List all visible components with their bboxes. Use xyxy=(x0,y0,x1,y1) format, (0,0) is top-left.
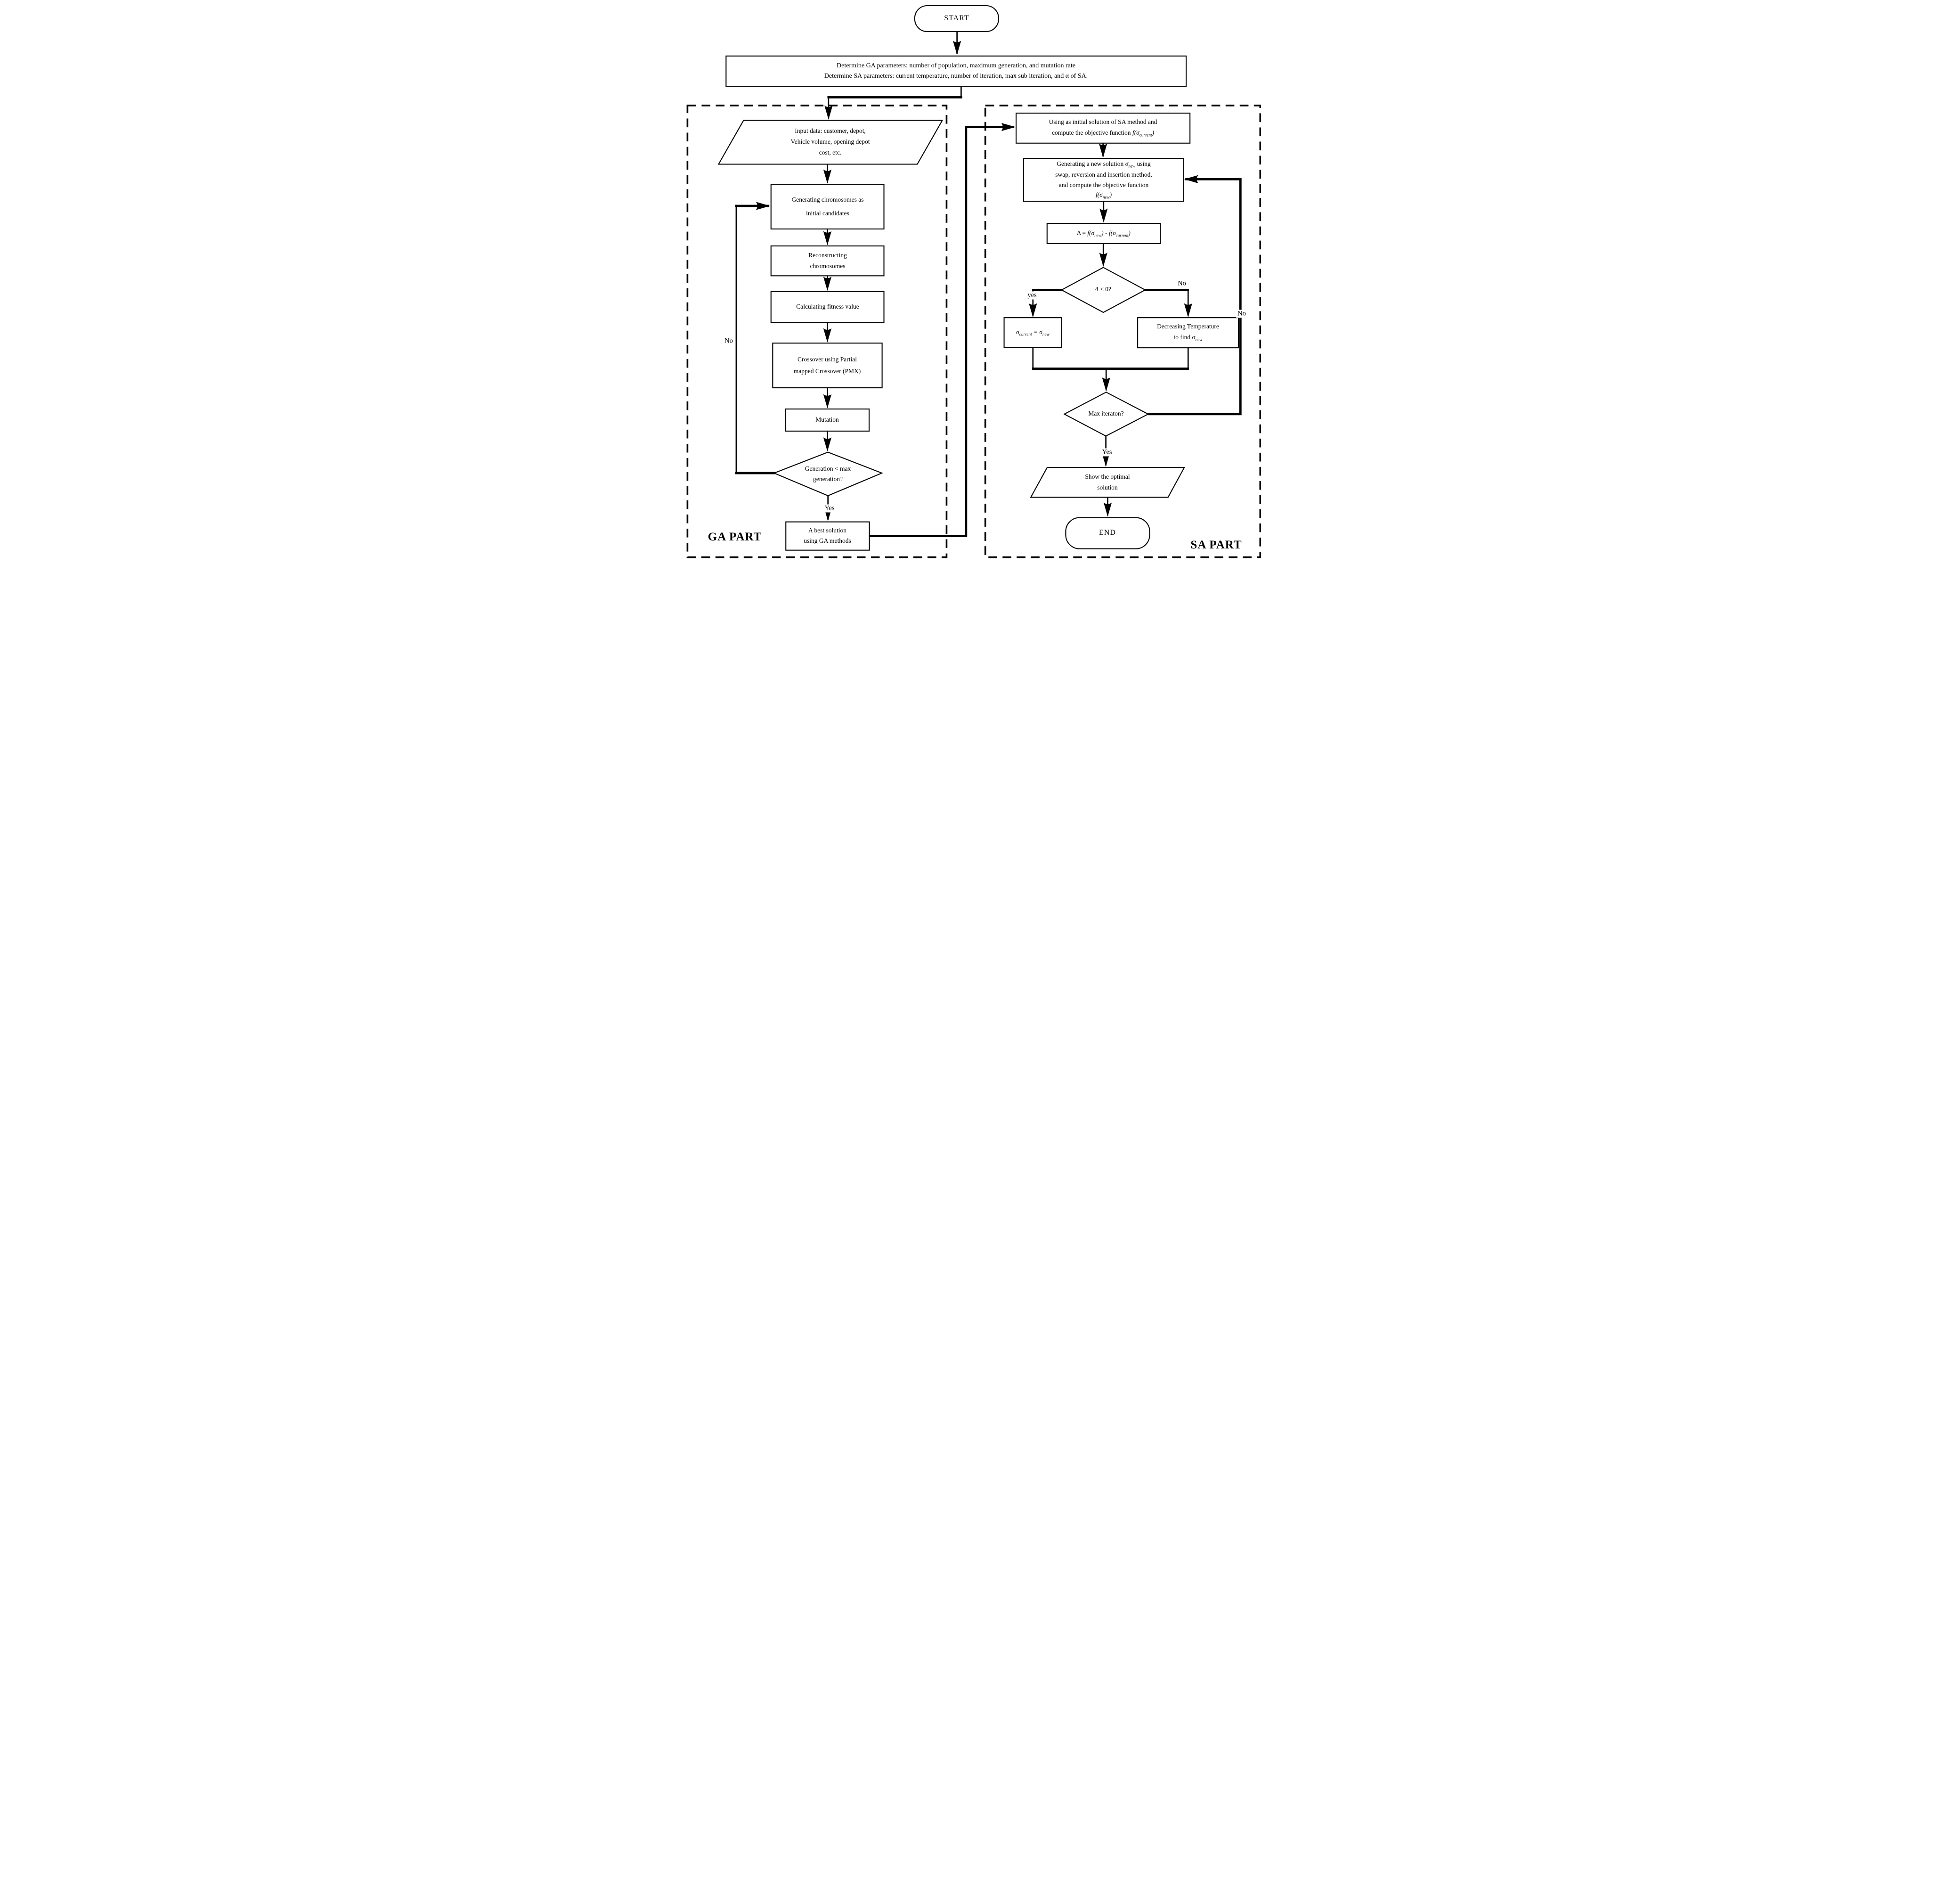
input-parallelogram-shape xyxy=(717,120,944,165)
sa-init-box-shape xyxy=(1016,113,1191,144)
end-terminal-shape xyxy=(1065,517,1150,549)
connector-max-no-feedback xyxy=(1148,175,1242,416)
max-iteration-diamond-shape xyxy=(1063,392,1149,437)
sa-part-label: SA PART xyxy=(1190,539,1242,551)
generation-decision-diamond-shape xyxy=(773,451,883,497)
assign-box-shape xyxy=(1003,317,1063,348)
start-terminal-shape xyxy=(914,5,999,32)
generate-chromosomes-box-shape xyxy=(770,184,885,230)
show-solution-parallelogram-shape xyxy=(1030,467,1185,498)
delta-box-shape xyxy=(1046,222,1161,244)
sa-part-border xyxy=(984,105,1261,558)
ga-part-label: GA PART xyxy=(708,531,762,543)
flowchart-shapes-layer xyxy=(686,5,1261,558)
params-box-shape xyxy=(725,55,1187,87)
crossover-box-shape xyxy=(772,343,883,389)
sa-generate-box-shape xyxy=(1023,158,1185,202)
mutation-box-shape xyxy=(785,409,870,432)
reconstruct-box-shape xyxy=(770,245,885,277)
connector-best-to-sa-init xyxy=(869,123,1016,538)
ga-part-border xyxy=(686,105,948,558)
decrease-temperature-box-shape xyxy=(1137,317,1239,349)
best-solution-box-shape xyxy=(785,521,870,551)
delta-decision-diamond-shape xyxy=(1060,267,1147,313)
flowchart-canvas: START Determine GA parameters: number of… xyxy=(681,0,1264,572)
fitness-box-shape xyxy=(770,291,885,324)
